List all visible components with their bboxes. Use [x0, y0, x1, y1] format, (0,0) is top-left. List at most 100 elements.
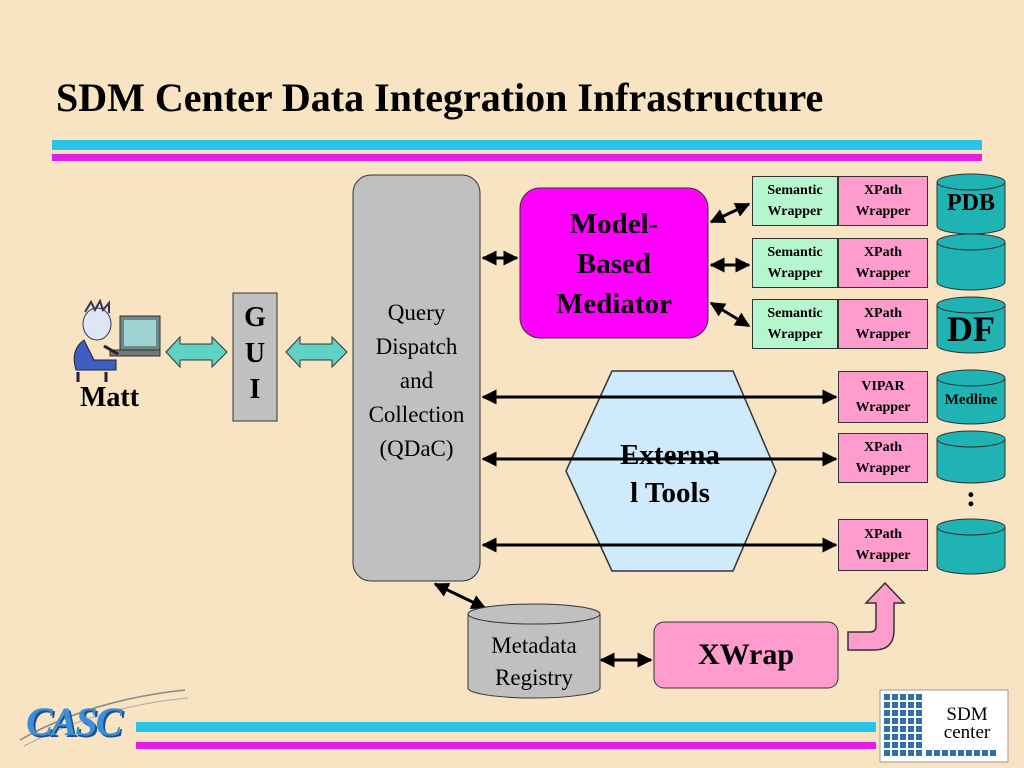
sdm-logo-dot: [900, 702, 906, 708]
qdac-box: [352, 174, 481, 582]
sdm-logo-dot: [908, 726, 914, 732]
sdm-logo-dot: [900, 734, 906, 740]
casc-logo-text: CASC: [26, 699, 122, 744]
sdm-logo-dot: [892, 702, 898, 708]
page-title: SDM Center Data Integration Infrastructu…: [56, 75, 824, 120]
xpath-wrapper-4: XPath Wrapper: [838, 433, 928, 483]
semantic-wrapper-1: Semantic Wrapper: [752, 176, 838, 226]
xpath-wrapper-1: XPath Wrapper: [838, 176, 928, 226]
sdm-logo-dot: [958, 750, 964, 756]
gui-text: G U I: [233, 300, 277, 408]
mediator-wrapper3-arrow: [709, 301, 751, 328]
db-label-df: DF: [947, 309, 995, 349]
sdm-logo-dot: [916, 734, 922, 740]
sdm-logo-dot: [990, 750, 996, 756]
xwrap-upward-arrow: [847, 581, 906, 651]
bottom-cyan-bar: [136, 722, 876, 732]
semantic-wrapper-3: Semantic Wrapper: [752, 299, 838, 349]
metadata-registry-cylinder: [467, 603, 601, 699]
sdm-logo-dot: [892, 726, 898, 732]
gui-letter-i: I: [249, 374, 261, 405]
sdm-logo-dot: [884, 734, 890, 740]
metadata-line: Registry: [495, 665, 573, 690]
sdm-logo-dot: [916, 702, 922, 708]
sdm-logo-dot: [916, 710, 922, 716]
xpath-wrapper-2: XPath Wrapper: [838, 238, 928, 288]
sdm-logo-dot: [916, 742, 922, 748]
top-cyan-bar: [52, 140, 982, 150]
sdm-logo-dot: [884, 718, 890, 724]
qdac-line: Dispatch: [375, 334, 458, 359]
user-label: Matt: [80, 382, 140, 413]
gui-letter-u: U: [244, 338, 266, 369]
sdm-logo-dot: [908, 702, 914, 708]
sdm-logo-dot: [908, 734, 914, 740]
sdm-logo-dot: [892, 742, 898, 748]
sdm-logo-dot: [934, 750, 940, 756]
sdm-logo-dot: [900, 726, 906, 732]
external-tools-line: l Tools: [630, 477, 710, 509]
sdm-logo-dot: [916, 694, 922, 700]
sdm-logo-dot: [900, 710, 906, 716]
mediator-text: Model- Based Mediator: [520, 204, 708, 324]
mediator-wrapper1-arrow: [709, 202, 751, 224]
sdm-logo-dot: [884, 742, 890, 748]
sdm-center-text: SDM center: [930, 705, 1004, 743]
sdm-center-logo: [879, 689, 1009, 763]
mediator-line: Mediator: [556, 288, 672, 320]
top-magenta-bar: [52, 154, 982, 161]
xwrap-box: [653, 621, 839, 689]
sdm-logo-dot: [884, 710, 890, 716]
sdm-logo-dot: [892, 734, 898, 740]
qdac-metadata-arrow: [433, 582, 487, 610]
sdm-logo-dot: [908, 750, 914, 756]
gui-qdac-double-arrow: [285, 335, 348, 369]
gui-letter-g: G: [244, 302, 266, 333]
db-2: [936, 233, 1006, 291]
gui-box: [232, 292, 278, 422]
mediator-line: Model-: [569, 208, 659, 240]
sdm-logo-dot: [916, 726, 922, 732]
mediator-line: Based: [576, 248, 652, 280]
sdm-logo-dot: [884, 750, 890, 756]
semantic-wrapper-2: Semantic Wrapper: [752, 238, 838, 288]
external-tools-line: Externa: [620, 439, 720, 471]
sdm-logo-dot: [982, 750, 988, 756]
xpath-wrapper-5: XPath Wrapper: [838, 519, 928, 571]
sdm-logo-dot: [908, 742, 914, 748]
external-tools-text: Externa l Tools: [590, 436, 750, 512]
db-medline: [936, 369, 1006, 425]
sdm-logo-dot: [884, 702, 890, 708]
vipar-wrapper: VIPAR Wrapper: [838, 371, 928, 423]
sdm-logo-dot: [892, 750, 898, 756]
user-at-computer-icon: [73, 298, 161, 382]
db-ellipsis: :: [966, 480, 976, 513]
db-pdb: [936, 173, 1006, 235]
sdm-logo-dot: [892, 710, 898, 716]
xpath-wrapper-3: XPath Wrapper: [838, 299, 928, 349]
mediator-box: [519, 187, 709, 339]
sdm-logo-dot: [908, 694, 914, 700]
xwrap-label: XWrap: [697, 638, 795, 671]
sdm-logo-dot: [884, 694, 890, 700]
qdac-line: and: [399, 368, 434, 393]
db-label-medline: Medline: [944, 392, 998, 408]
sdm-logo-dot: [900, 718, 906, 724]
sdm-logo-dot: [974, 750, 980, 756]
db-df: [936, 296, 1006, 354]
sdm-logo-dot: [900, 742, 906, 748]
sdm-logo-dot: [966, 750, 972, 756]
db-6: [936, 518, 1006, 575]
sdm-line: center: [943, 722, 991, 743]
sdm-logo-dot: [884, 726, 890, 732]
qdac-text: Query Dispatch and Collection (QDaC): [353, 296, 480, 466]
sdm-logo-dot: [908, 710, 914, 716]
casc-logo: [19, 689, 189, 747]
sdm-logo-dot: [892, 718, 898, 724]
db-5: [936, 430, 1006, 484]
db-label-pdb: PDB: [947, 190, 995, 216]
sdm-logo-dot: [916, 750, 922, 756]
sdm-logo-dot: [942, 750, 948, 756]
bottom-magenta-bar: [136, 742, 876, 749]
